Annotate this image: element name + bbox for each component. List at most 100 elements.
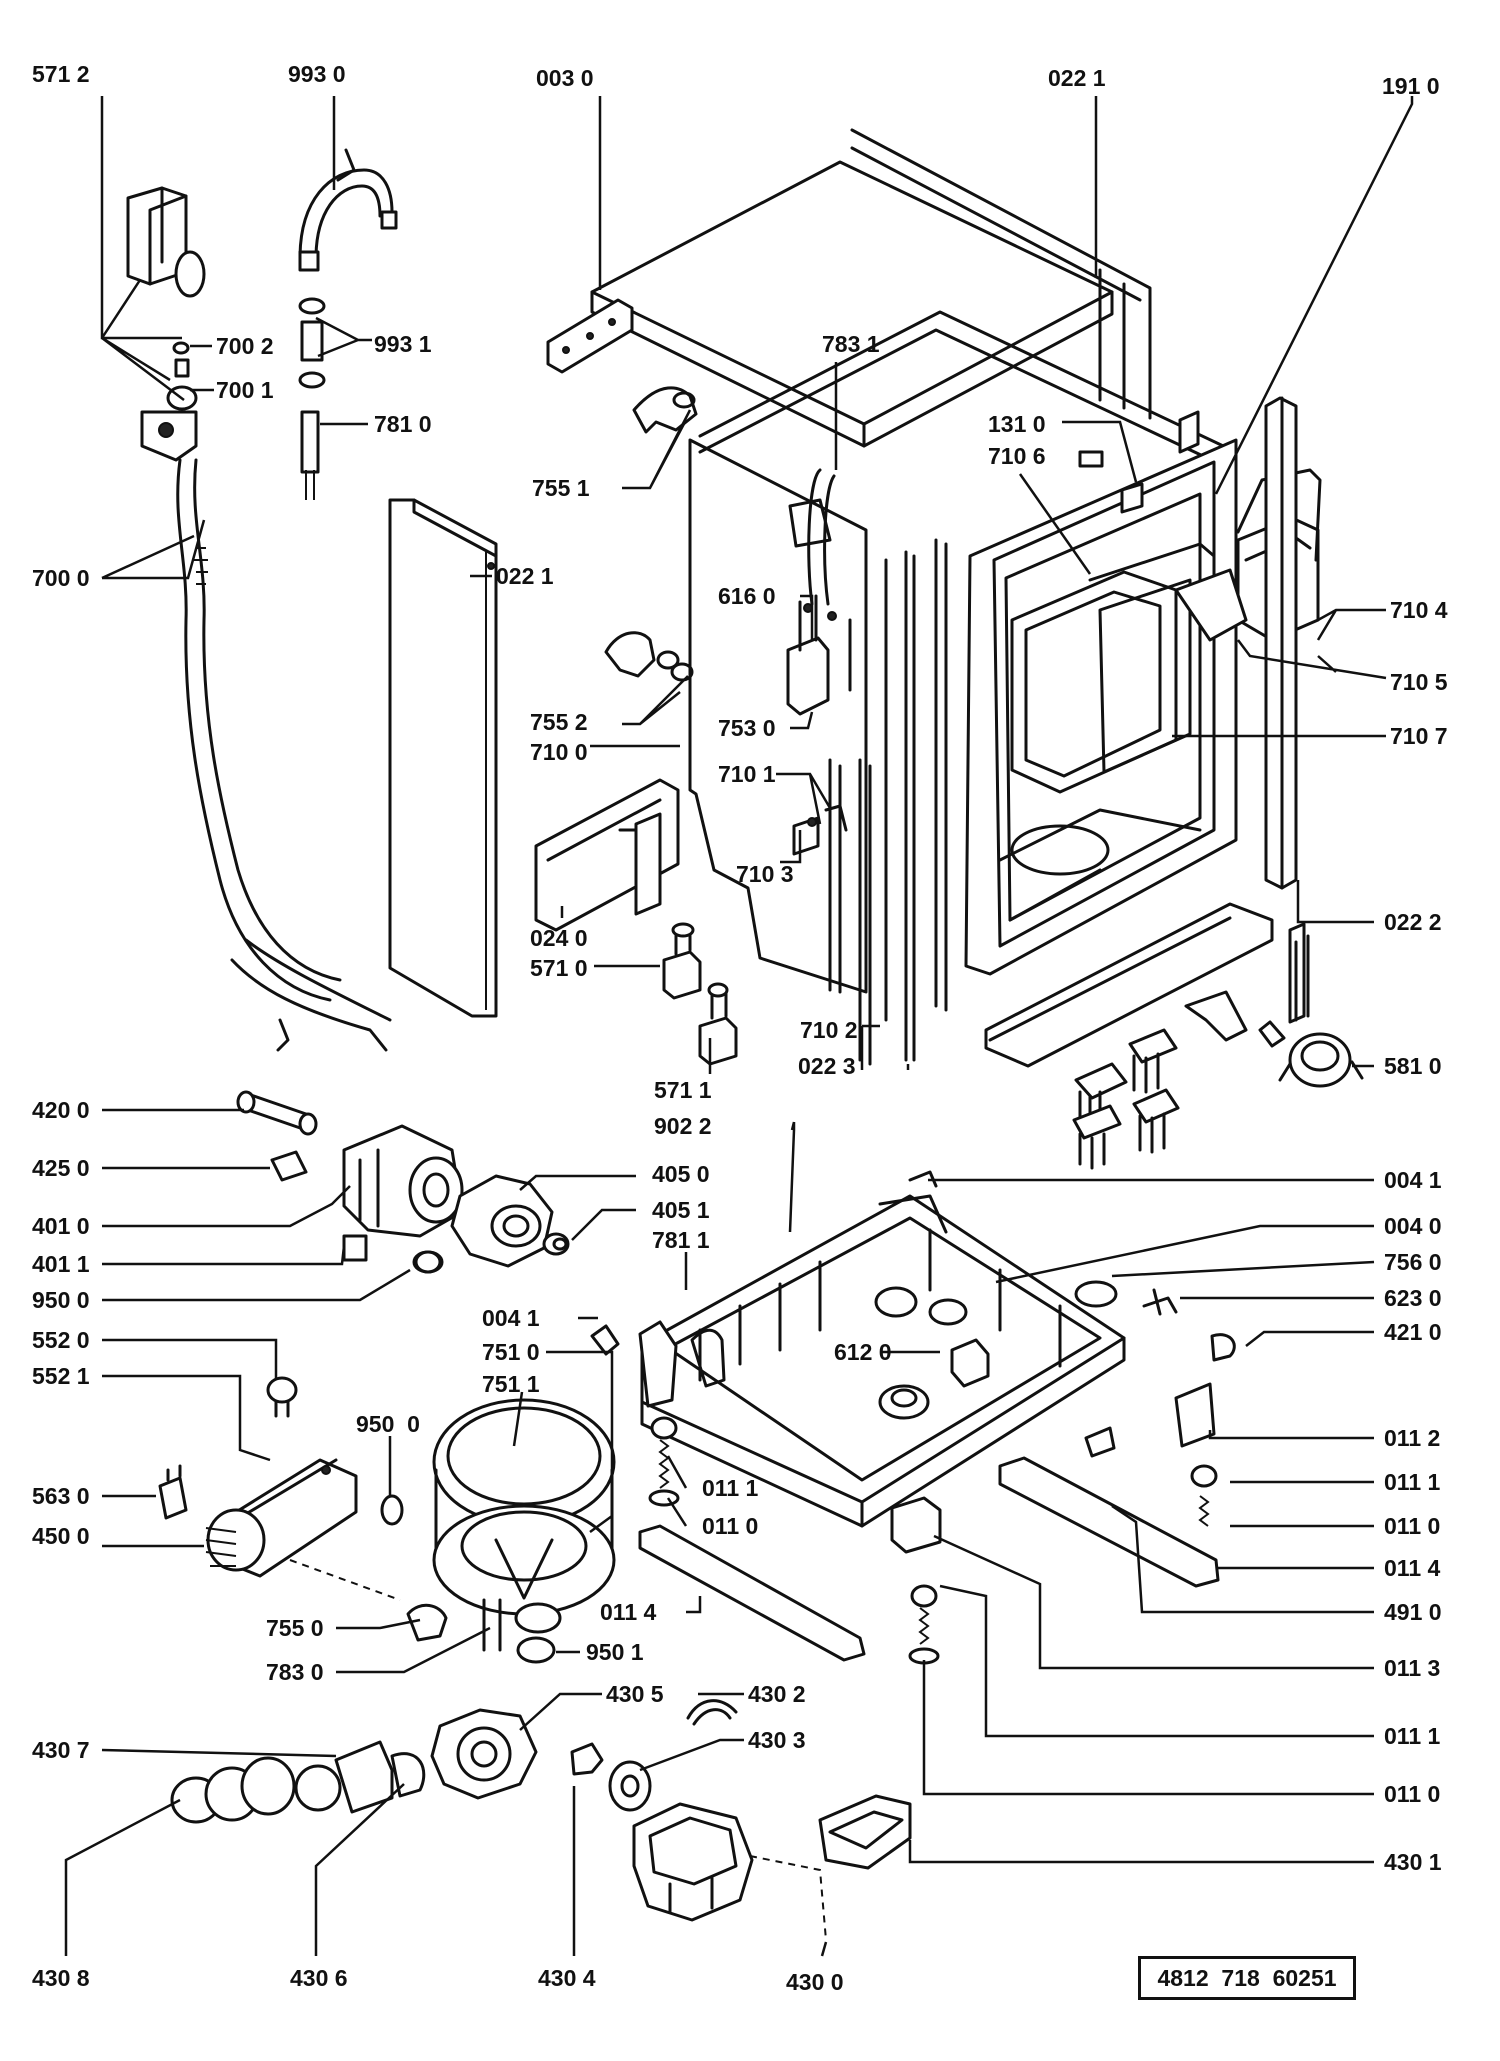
part-label-401-1: 401 1	[32, 1251, 90, 1277]
part-label-710-7: 710 7	[1390, 723, 1448, 749]
part-label-950-0-mid: 950 0	[356, 1411, 420, 1437]
part-label-430-0: 430 0	[786, 1969, 844, 1995]
part-label-616-0: 616 0	[718, 583, 776, 609]
part-label-421-0: 421 0	[1384, 1319, 1442, 1345]
rear-right-rail-drawing	[1264, 396, 1306, 1024]
part-label-781-1: 781 1	[652, 1227, 710, 1253]
part-label-420-0: 420 0	[32, 1097, 90, 1123]
part-label-011-4-right: 011 4	[1384, 1555, 1441, 1581]
part-label-022-2: 022 2	[1384, 909, 1442, 935]
part-label-755-2: 755 2	[530, 709, 588, 735]
part-label-024-0: 024 0	[530, 925, 588, 951]
part-label-011-1-bottom: 011 1	[1384, 1723, 1441, 1749]
part-label-004-1-right: 004 1	[1384, 1167, 1442, 1193]
part-label-011-4-mid: 011 4	[600, 1599, 657, 1625]
part-label-783-0: 783 0	[266, 1659, 324, 1685]
part-label-022-1-side: 022 1	[496, 563, 554, 589]
part-label-011-1-mid: 011 1	[702, 1475, 759, 1501]
part-label-571-2: 571 2	[32, 61, 90, 87]
part-label-623-0: 623 0	[1384, 1285, 1442, 1311]
part-label-430-7: 430 7	[32, 1737, 90, 1763]
pump-motor-group-drawing	[170, 1699, 827, 1941]
part-label-011-0-bottom: 011 0	[1384, 1781, 1441, 1807]
part-label-011-3: 011 3	[1384, 1655, 1441, 1681]
part-label-011-2: 011 2	[1384, 1425, 1441, 1451]
part-label-700-2: 700 2	[216, 333, 274, 359]
part-label-430-2: 430 2	[748, 1681, 806, 1707]
worktop-drawing	[590, 160, 1114, 448]
part-label-563-0: 563 0	[32, 1483, 90, 1509]
drain-hose-clip-drawing	[298, 148, 398, 500]
pressure-switch-drawing	[1278, 934, 1364, 1088]
part-label-755-1: 755 1	[532, 475, 590, 501]
part-label-710-4: 710 4	[1390, 597, 1448, 623]
side-panel-drawing	[388, 498, 498, 1018]
part-label-430-4: 430 4	[538, 1965, 596, 1991]
part-label-003-0: 003 0	[536, 65, 594, 91]
part-label-491-0: 491 0	[1384, 1599, 1442, 1625]
part-label-430-8: 430 8	[32, 1965, 90, 1991]
part-label-751-1: 751 1	[482, 1371, 540, 1397]
part-label-405-0: 405 0	[652, 1161, 710, 1187]
part-label-950-0-left: 950 0	[32, 1287, 90, 1313]
part-label-004-1-mid: 004 1	[482, 1305, 540, 1331]
plinth-drawing	[984, 902, 1274, 1068]
part-label-552-0: 552 0	[32, 1327, 90, 1353]
part-label-612-0: 612 0	[834, 1339, 892, 1365]
part-label-405-1: 405 1	[652, 1197, 710, 1223]
part-label-902-2: 902 2	[654, 1113, 712, 1139]
part-label-753-0: 753 0	[718, 715, 776, 741]
bracket-drawing	[546, 298, 634, 374]
part-label-430-6: 430 6	[290, 1965, 348, 1991]
part-label-022-1-top: 022 1	[1048, 65, 1106, 91]
part-label-131-0: 131 0	[988, 411, 1046, 437]
part-label-993-1: 993 1	[374, 331, 432, 357]
part-label-430-1: 430 1	[1384, 1849, 1442, 1875]
switch-drawings	[662, 922, 738, 1066]
part-label-581-0: 581 0	[1384, 1053, 1442, 1079]
part-label-191-0: 191 0	[1382, 73, 1440, 99]
inlet-valve-drawing	[126, 186, 206, 462]
part-label-700-1: 700 1	[216, 377, 274, 403]
part-label-571-1: 571 1	[654, 1077, 712, 1103]
part-label-783-1: 783 1	[822, 331, 880, 357]
feet-drawing	[638, 1382, 1220, 1665]
part-label-710-6: 710 6	[988, 443, 1046, 469]
thermostat-drawing	[786, 594, 852, 716]
part-label-022-3: 022 3	[798, 1053, 856, 1079]
part-label-751-0: 751 0	[482, 1339, 540, 1365]
part-label-700-0: 700 0	[32, 565, 90, 591]
motor-housing-drawing	[270, 1124, 464, 1262]
leader-lines	[64, 96, 1414, 1957]
part-label-755-0: 755 0	[266, 1615, 324, 1641]
part-label-781-0: 781 0	[374, 411, 432, 437]
part-label-950-1: 950 1	[586, 1639, 644, 1665]
bracket-024-drawing	[534, 778, 680, 932]
heater-drawing	[158, 1376, 401, 1601]
base-frame-drawing	[638, 1170, 1126, 1528]
part-label-011-0-right: 011 0	[1384, 1513, 1441, 1539]
part-label-430-3: 430 3	[748, 1727, 806, 1753]
part-label-450-0: 450 0	[32, 1523, 90, 1549]
document-number-box: 4812 718 60251	[1138, 1956, 1356, 2000]
part-label-401-0: 401 0	[32, 1213, 90, 1239]
inlet-hose-drawing	[176, 458, 392, 1052]
part-label-571-0: 571 0	[530, 955, 588, 981]
part-label-425-0: 425 0	[32, 1155, 90, 1181]
part-label-710-3: 710 3	[736, 861, 794, 887]
part-label-011-0-mid: 011 0	[702, 1513, 759, 1539]
filter-tray-drawing	[818, 1794, 912, 1870]
part-label-993-0: 993 0	[288, 61, 346, 87]
gasket-rings-drawing	[380, 1250, 556, 1664]
float-switch-drawing	[792, 758, 872, 1066]
tub-cabinet-drawing	[688, 310, 1322, 1062]
part-label-004-0: 004 0	[1384, 1213, 1442, 1239]
part-label-430-5: 430 5	[606, 1681, 664, 1707]
connector-drawings	[1072, 990, 1286, 1170]
capacitor-drawing	[236, 1090, 318, 1136]
sump-drawing	[406, 1398, 616, 1652]
part-label-710-2: 710 2	[800, 1017, 858, 1043]
part-label-710-0: 710 0	[530, 739, 588, 765]
